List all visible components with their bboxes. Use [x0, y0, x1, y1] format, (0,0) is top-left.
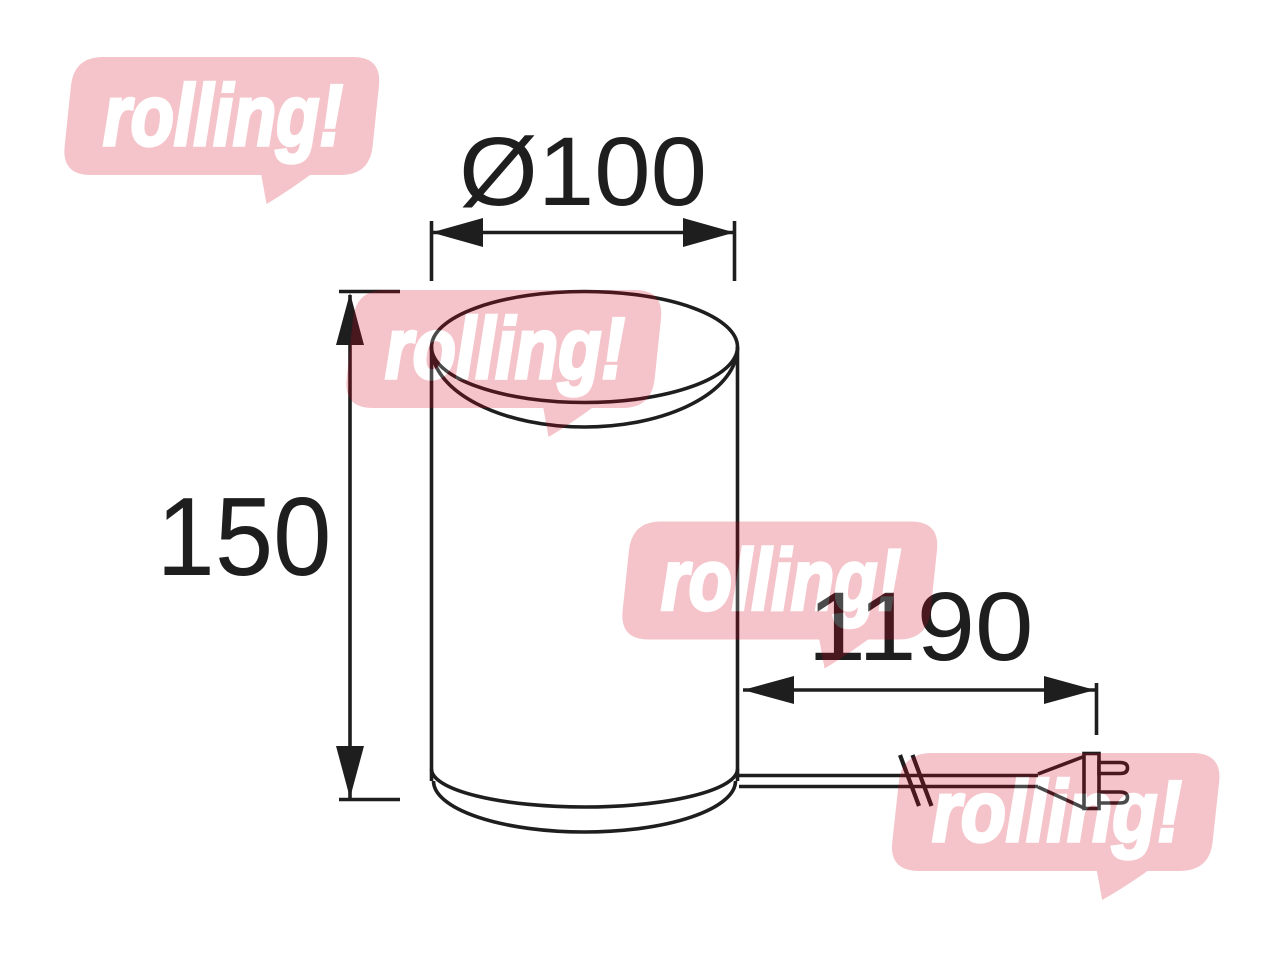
- svg-text:150: 150: [157, 475, 332, 599]
- svg-text:Ø100: Ø100: [459, 117, 707, 226]
- svg-text:rolling!: rolling!: [103, 68, 343, 164]
